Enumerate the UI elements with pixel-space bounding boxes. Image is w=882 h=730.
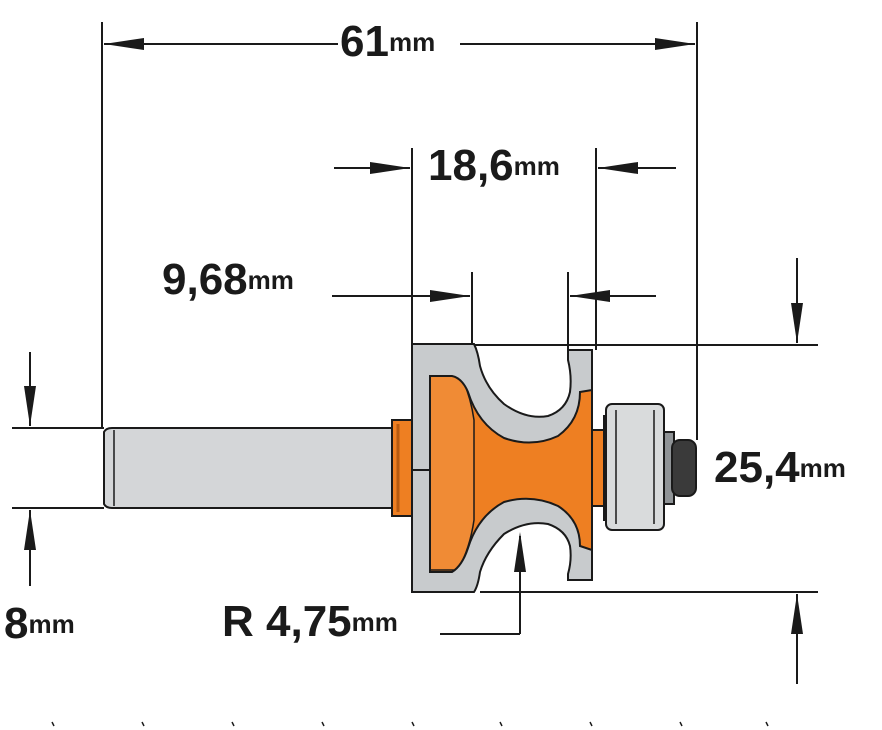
radius-label: R 4,75mm <box>222 597 398 646</box>
cutting-length-label: 18,6mm <box>428 141 560 190</box>
carbide-edges <box>411 343 593 593</box>
profile-height-label: 9,68mm <box>162 255 294 304</box>
bottom-tick-marks <box>51 721 769 727</box>
dimension-lines <box>12 22 818 684</box>
diameter-label: 25,4mm <box>714 443 846 492</box>
overall-length-label: 61mm <box>340 17 435 66</box>
bearing <box>591 403 697 531</box>
shank <box>103 419 413 517</box>
cutter-body <box>411 345 593 593</box>
shank-diameter-label: 8mm <box>4 599 75 648</box>
